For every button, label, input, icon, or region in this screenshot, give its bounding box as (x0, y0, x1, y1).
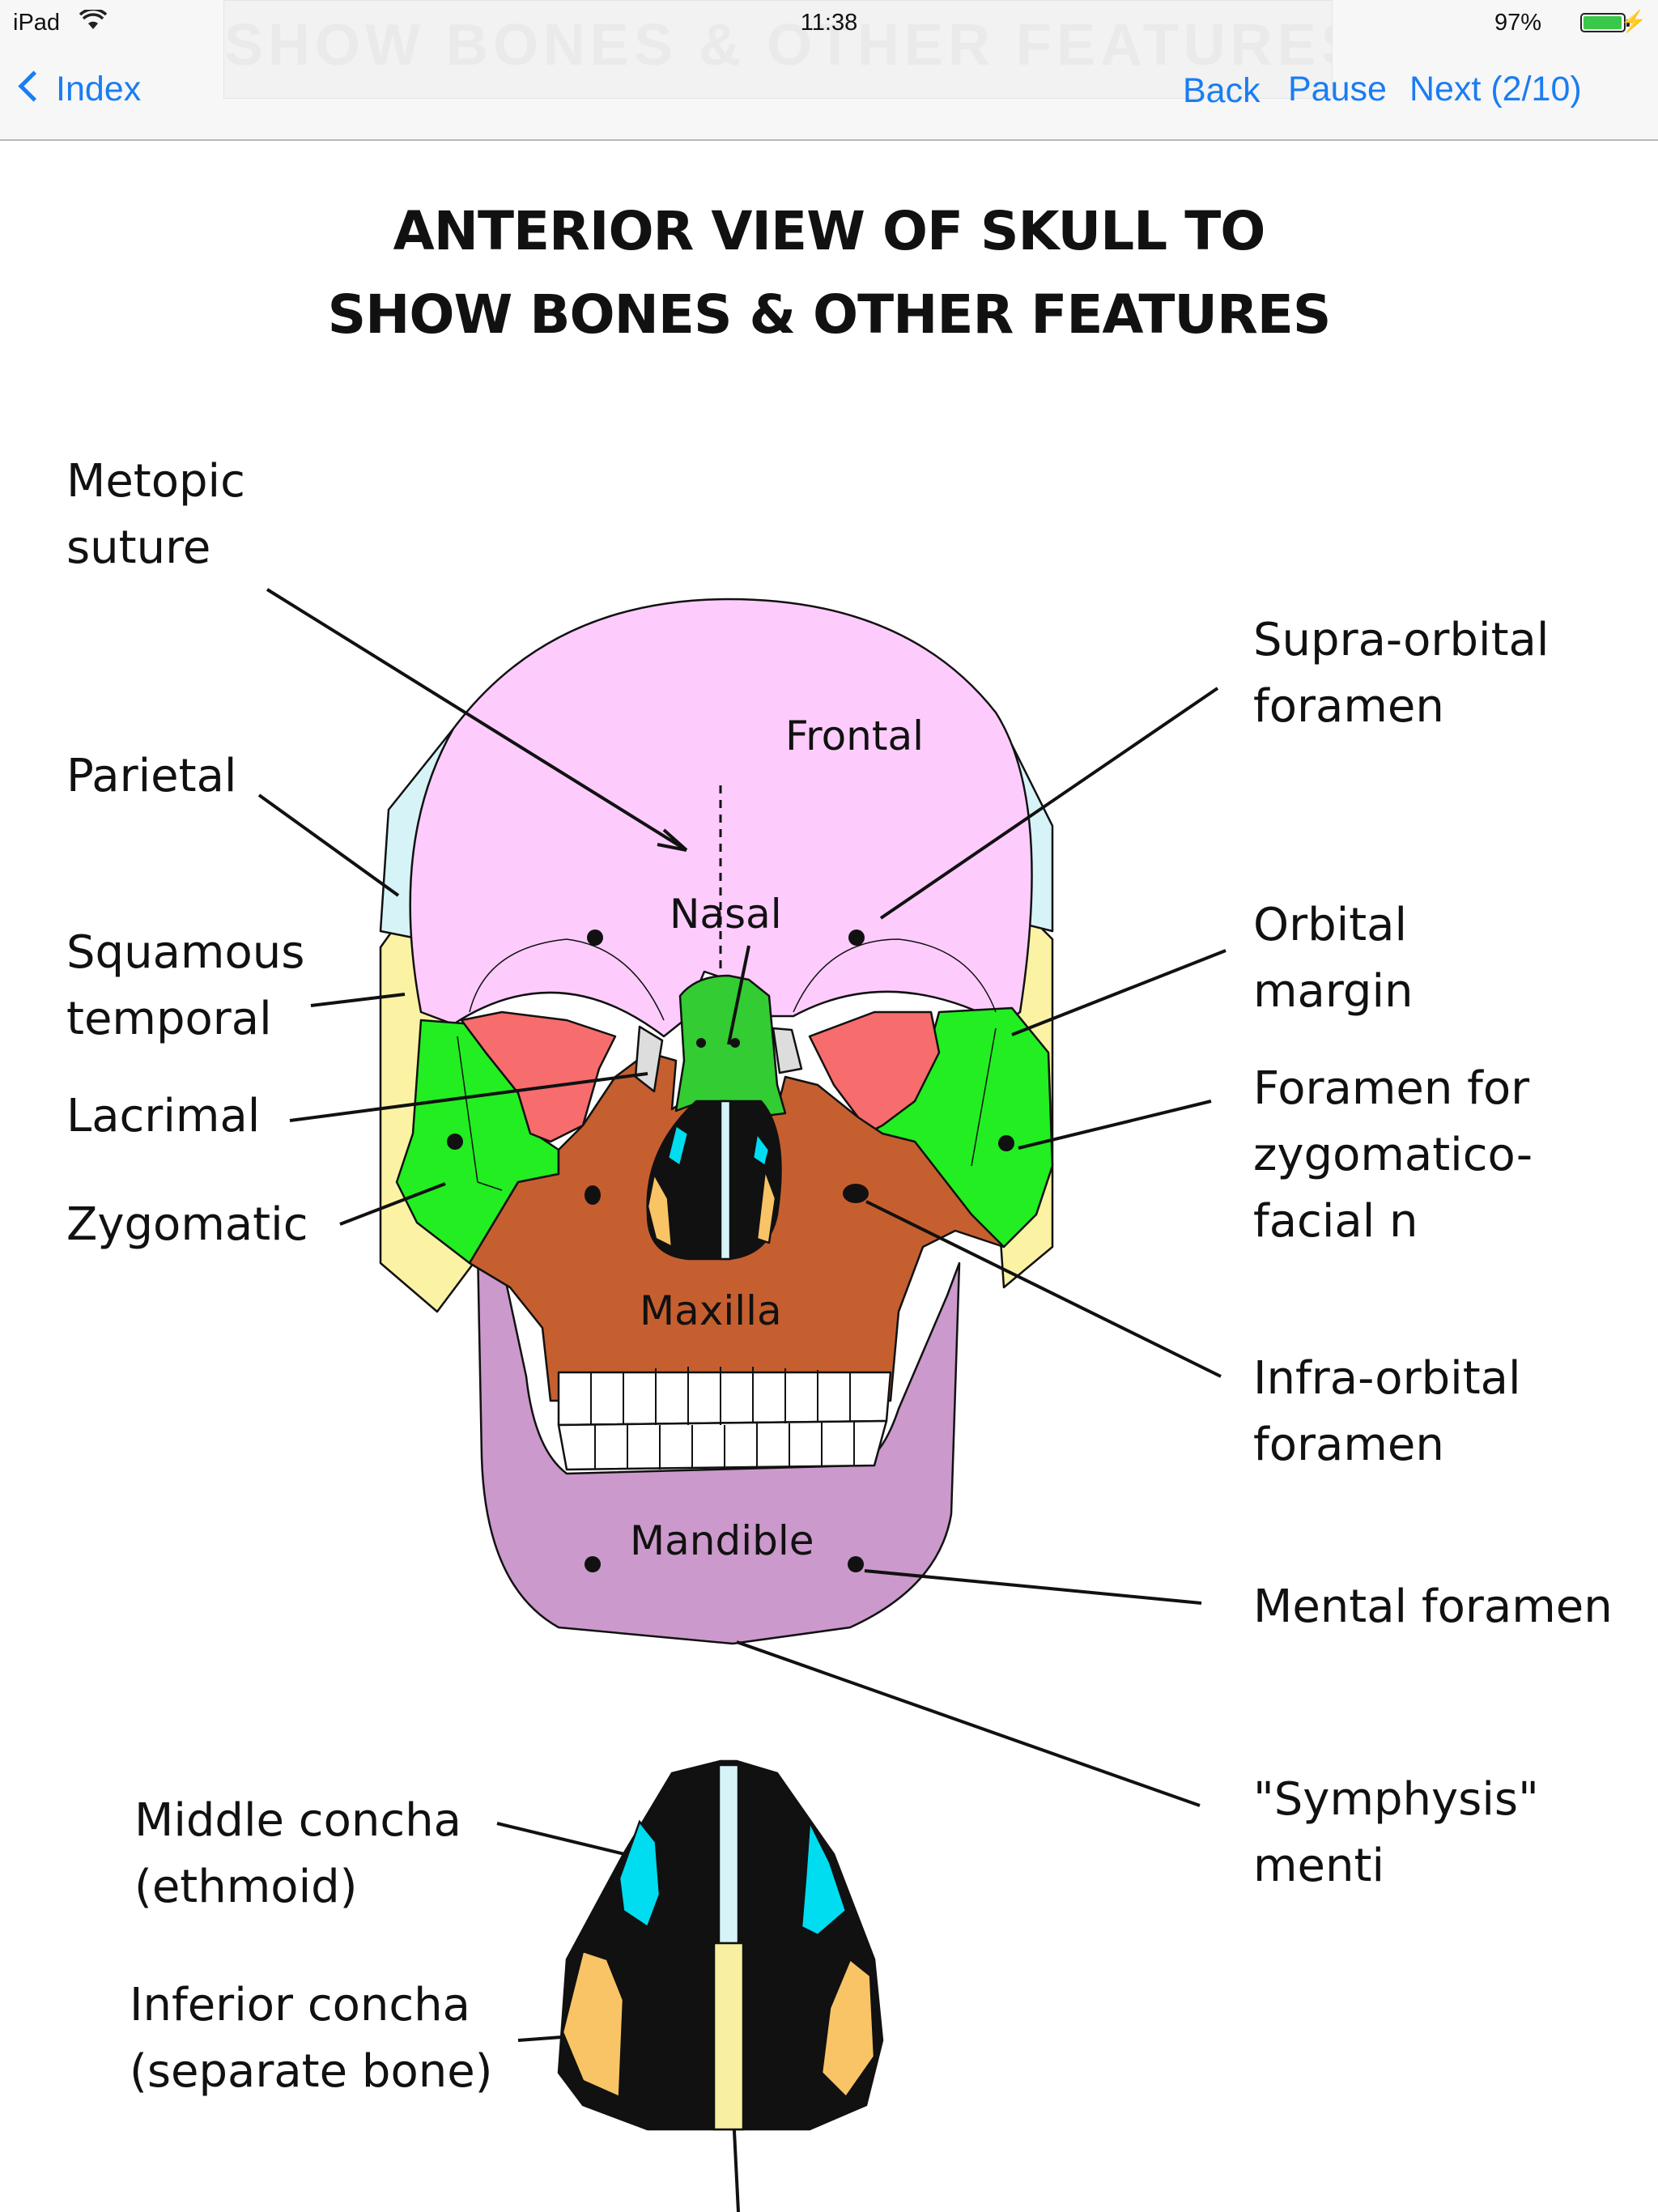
leader-infra-orbital (865, 1200, 1222, 1378)
leader-septum (732, 2114, 740, 2212)
nasal-bone (674, 974, 787, 1119)
right-zygomaticofacial-foramen (998, 1135, 1014, 1151)
enlarged-inferior-concha-right (820, 1957, 876, 2099)
leader-lacrimal (289, 1072, 648, 1122)
title-line-1: ANTERIOR VIEW OF SKULL TO (393, 200, 1266, 262)
label-mental-foramen: Mental foramen (1253, 1580, 1613, 1633)
leader-parietal (257, 793, 400, 897)
right-supra-orbital-foramen (848, 929, 865, 946)
leader-symphysis (736, 1640, 1201, 1807)
leader-zygomaticofacial (1018, 1100, 1212, 1150)
label-supra-orbital-foramen: Supra-orbital foramen (1253, 614, 1550, 733)
label-parietal: Parietal (66, 750, 237, 802)
leader-zygomatic (339, 1182, 446, 1226)
label-squamous-temporal: Squamous temporal (66, 926, 305, 1045)
leader-metopic (266, 588, 688, 852)
nasal-inferior-concha-left (646, 1172, 674, 1249)
left-infra-orbital-foramen (585, 1185, 601, 1205)
nasal-middle-concha-left (666, 1124, 690, 1168)
label-orbital-margin: Orbital margin (1253, 899, 1414, 1018)
right-orbit-sphenoid (808, 1010, 941, 1135)
charging-icon: ⚡ (1620, 9, 1647, 33)
page-title: ANTERIOR VIEW OF SKULL TO SHOW BONES & O… (0, 189, 1658, 356)
nasal-septum-vomer (719, 1100, 732, 1261)
ghost-page-title: SHOW BONES & OTHER FEATURES (223, 0, 1333, 99)
index-back-button[interactable]: Index (18, 70, 141, 109)
status-bar: iPad 11:38 97% ⚡ (0, 0, 1658, 45)
label-inferior-concha: Inferior concha (separate bone) (130, 1979, 493, 2098)
title-line-2: SHOW BONES & OTHER FEATURES (327, 283, 1332, 346)
left-mental-foramen (585, 1556, 601, 1572)
next-button[interactable]: Next (2/10) (1409, 70, 1582, 108)
leader-nasal (727, 945, 750, 1045)
leader-supra-orbital (879, 687, 1219, 920)
right-infra-orbital-foramen (843, 1184, 869, 1203)
navigation-bar: SHOW BONES & OTHER FEATURES Index Back P… (0, 0, 1658, 141)
leader-squamous (310, 993, 406, 1007)
back-button[interactable]: Back (1183, 71, 1261, 110)
right-mental-foramen (848, 1556, 864, 1572)
bone-label-mandible: Mandible (630, 1517, 814, 1564)
device-name: iPad (13, 10, 61, 36)
mandible-bone (476, 1245, 961, 1645)
clock: 11:38 (800, 10, 858, 36)
enlarged-septum-vomer (712, 1942, 745, 2131)
leader-mental (864, 1569, 1202, 1605)
left-zygomaticofacial-foramen (447, 1134, 463, 1150)
enlarged-middle-concha-right (800, 1818, 848, 1937)
label-middle-concha: Middle concha (ethmoid) (134, 1794, 461, 1913)
right-lacrimal-bone (772, 1027, 803, 1074)
teeth-upper (557, 1371, 892, 1427)
teeth-lower (557, 1419, 888, 1471)
index-label: Index (56, 70, 142, 108)
bone-label-maxilla: Maxilla (640, 1287, 782, 1334)
left-supra-orbital-foramen (587, 929, 603, 946)
nasal-inferior-concha-right (755, 1168, 777, 1244)
wifi-icon (79, 7, 108, 37)
nasal-aperture-enlarged (557, 1759, 884, 2131)
label-metopic-suture: Metopic suture (66, 455, 245, 574)
enlarged-middle-concha-left (618, 1819, 661, 1929)
nasal-middle-concha-right (751, 1132, 771, 1168)
leader-orbital-margin (1011, 949, 1226, 1036)
label-zygomatic: Zygomatic (66, 1198, 308, 1251)
bone-label-frontal: Frontal (785, 713, 924, 759)
enlarged-septum-upper (717, 1763, 740, 1945)
battery-percentage: 97% (1494, 10, 1541, 36)
pause-button[interactable]: Pause (1288, 70, 1387, 108)
label-symphysis-menti: "Symphysis" menti (1253, 1773, 1539, 1892)
label-foramen-zygomaticofacial: Foramen for zygomatico- facial n (1253, 1062, 1533, 1248)
label-infra-orbital-foramen: Infra-orbital foramen (1253, 1352, 1521, 1471)
enlarged-inferior-concha-left (561, 1950, 625, 2099)
label-lacrimal: Lacrimal (66, 1090, 261, 1142)
bone-label-nasal: Nasal (670, 891, 782, 938)
leader-middle-concha (496, 1822, 639, 1859)
battery-icon (1580, 13, 1630, 32)
